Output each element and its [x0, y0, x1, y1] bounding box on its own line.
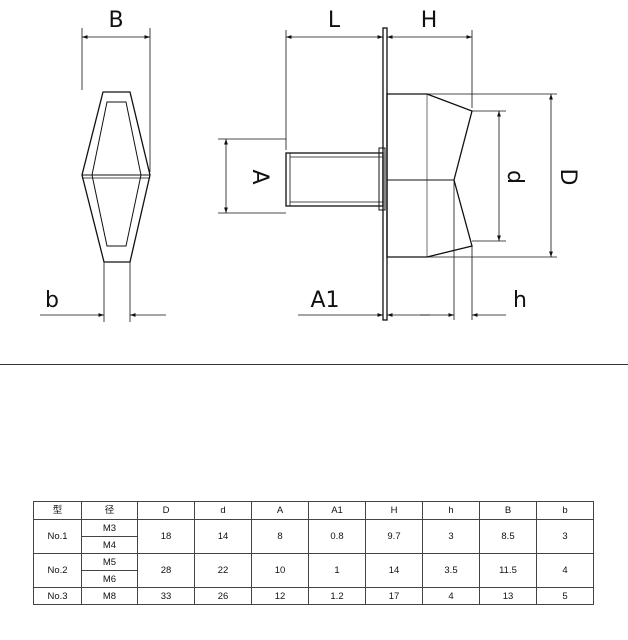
label-L: L [328, 8, 341, 33]
cell-A1: 1 [308, 553, 366, 588]
front-view [285, 27, 473, 321]
cell-B: 13 [479, 587, 537, 605]
cell-A: 10 [251, 553, 309, 588]
cell-H: 14 [365, 553, 423, 588]
dim-A [218, 138, 286, 214]
cell-D: 28 [137, 553, 195, 588]
label-d: d [502, 170, 527, 184]
cell-H: 17 [365, 587, 423, 605]
cell-D: 33 [137, 587, 195, 605]
header-H: H [365, 501, 423, 520]
cell-size: M4 [81, 536, 138, 554]
cell-h: 3.5 [422, 553, 480, 588]
cell-A1: 0.8 [308, 519, 366, 554]
technical-drawing: B b L H A [40, 8, 580, 322]
header-B: B [479, 501, 537, 520]
wing-body [386, 93, 473, 258]
cell-h: 3 [422, 519, 480, 554]
cell-A1: 1.2 [308, 587, 366, 605]
header-size: 径 [81, 501, 138, 520]
label-A: A [247, 169, 272, 184]
cell-b: 4 [536, 553, 594, 588]
label-B: B [108, 8, 123, 33]
cell-d: 26 [194, 587, 252, 605]
table-row: No.1 M3 18 14 8 0.8 9.7 3 8.5 3 [33, 519, 594, 554]
cell-B: 8.5 [479, 519, 537, 554]
cell-d: 22 [194, 553, 252, 588]
cell-B: 11.5 [479, 553, 537, 588]
cell-b: 3 [536, 519, 594, 554]
label-b: b [45, 288, 59, 313]
header-model: 型 [33, 501, 82, 520]
cell-D: 18 [137, 519, 195, 554]
table-row: No.3 M8 33 26 12 1.2 17 4 13 5 [33, 587, 594, 605]
header-b: b [536, 501, 594, 520]
cell-A: 8 [251, 519, 309, 554]
cell-h: 4 [422, 587, 480, 605]
cell-size: M5 [81, 553, 138, 571]
spec-table: 型 径 D d A A1 H h B b No.1 M3 18 14 8 0.8… [33, 501, 594, 605]
dim-L [285, 30, 383, 150]
header-h: h [422, 501, 480, 520]
section-divider [0, 364, 628, 365]
header-D: D [137, 501, 195, 520]
dim-b [40, 262, 166, 322]
label-D: D [555, 169, 580, 186]
cell-A: 12 [251, 587, 309, 605]
cell-model: No.2 [33, 553, 82, 588]
table-header-row: 型 径 D d A A1 H h B b [33, 501, 594, 520]
header-d: d [194, 501, 252, 520]
label-A1: A1 [310, 288, 339, 313]
side-view [81, 91, 151, 263]
threaded-stud [285, 152, 384, 207]
header-A1: A1 [308, 501, 366, 520]
cell-model: No.1 [33, 519, 82, 554]
wing-inner-outline [91, 101, 142, 247]
cell-size: M6 [81, 570, 138, 588]
cell-size: M3 [81, 519, 138, 537]
cell-d: 14 [194, 519, 252, 554]
cell-size: M8 [81, 587, 138, 605]
cell-b: 5 [536, 587, 594, 605]
dim-D [427, 93, 557, 258]
cell-H: 9.7 [365, 519, 423, 554]
dim-d [472, 110, 506, 242]
dim-B [81, 28, 151, 172]
table-row: No.2 M5 28 22 10 1 14 3.5 11.5 4 [33, 553, 594, 588]
cell-model: No.3 [33, 587, 82, 605]
dim-H [387, 30, 473, 108]
label-h: h [513, 288, 527, 313]
label-H: H [421, 8, 438, 33]
header-A: A [251, 501, 309, 520]
